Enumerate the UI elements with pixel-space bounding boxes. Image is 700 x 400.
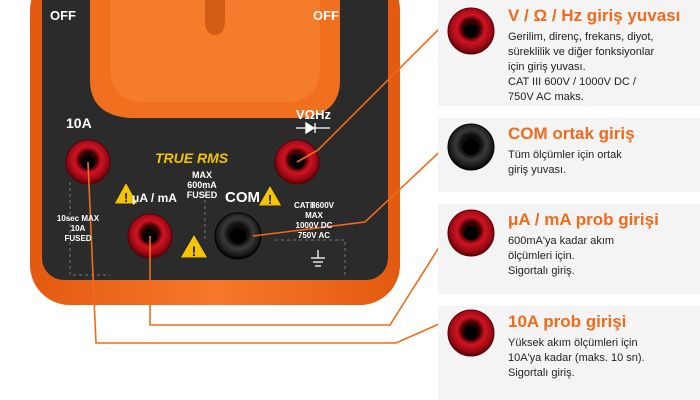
off-label-right: OFF — [313, 8, 339, 23]
callout-ua-ma: μA / mA prob girişi 600mA'ya kadar akım … — [438, 204, 700, 294]
black-jack-icon — [447, 123, 495, 171]
desc-line: ölçümleri için. — [508, 250, 575, 262]
label-vohz: VΩHz — [296, 107, 331, 122]
label-10a: 10A — [66, 115, 92, 131]
svg-text:!: ! — [268, 192, 272, 207]
callout-title: V / Ω / Hz giriş yuvası — [508, 6, 681, 25]
desc-line: Sigortalı giriş. — [508, 367, 575, 379]
jack-com — [214, 212, 262, 260]
rating-line: 750V AC — [297, 231, 331, 240]
leader-lines — [87, 19, 451, 344]
label-ua-ma: μA / mA — [132, 191, 177, 205]
rating-line: 600mA — [187, 180, 217, 190]
callout-title: μA / mA prob girişi — [508, 210, 659, 229]
callout-title: COM ortak giriş — [508, 124, 635, 143]
leader-com — [252, 141, 451, 237]
warning-icon: ! — [257, 183, 283, 207]
callout-com: COM ortak giriş Tüm ölçümler için ortak … — [438, 118, 700, 192]
rating-line: FUSED — [64, 234, 92, 243]
desc-line: 750V AC maks. — [508, 91, 584, 103]
10a-rating: 10sec MAX 10A FUSED — [50, 214, 106, 244]
rating-line: MAX — [305, 211, 323, 220]
desc-line: giriş yuvası. — [508, 164, 567, 176]
desc-line: Gerilim, direnç, frekans, diyot, — [508, 31, 654, 43]
true-rms-label: TRUE RMS — [155, 150, 229, 166]
callout-10a: 10A prob girişi Yüksek akım ölçümleri iç… — [438, 306, 700, 400]
leader-vohz — [296, 19, 449, 163]
red-jack-icon — [447, 7, 495, 55]
warning-icon: ! — [113, 180, 139, 205]
svg-text:!: ! — [192, 243, 197, 259]
callout-description: Gerilim, direnç, frekans, diyot, sürekli… — [508, 30, 696, 105]
red-jack-icon — [447, 209, 495, 257]
desc-line: Tüm ölçümler için ortak — [508, 149, 622, 161]
label-com: COM — [225, 189, 260, 206]
rating-line: CATⅢ600V — [293, 201, 335, 210]
svg-text:!: ! — [124, 190, 128, 205]
callout-title: 10A prob girişi — [508, 312, 627, 331]
com-rating: CATⅢ600V MAX 1000V DC 750V AC — [284, 201, 344, 241]
rating-line: 1000V DC — [295, 221, 333, 230]
leader-10a — [87, 161, 449, 344]
desc-line: Yüksek akım ölçümleri için — [508, 337, 638, 349]
red-jack-icon — [447, 309, 495, 357]
diode-icon — [296, 121, 330, 135]
off-label-left: OFF — [50, 8, 76, 23]
rating-line: FUSED — [186, 190, 218, 200]
rating-line: 10A — [70, 224, 86, 233]
max-fused-rating: MAX 600mA FUSED — [176, 170, 228, 200]
callout-description: Yüksek akım ölçümleri için 10A'ya kadar … — [508, 336, 696, 381]
ground-icon — [311, 250, 325, 267]
callout-description: 600mA'ya kadar akım ölçümleri için. Sigo… — [508, 234, 696, 279]
warning-icon: ! — [179, 233, 209, 259]
rating-line: MAX — [192, 170, 212, 180]
desc-line: süreklilik ve diğer fonksiyonlar — [508, 46, 655, 58]
desc-line: CAT III 600V / 1000V DC / — [508, 76, 636, 88]
desc-line: Sigortalı giriş. — [508, 265, 575, 277]
callout-description: Tüm ölçümler için ortak giriş yuvası. — [508, 148, 696, 178]
desc-line: için giriş yuvası. — [508, 61, 586, 73]
desc-line: 600mA'ya kadar akım — [508, 235, 615, 247]
desc-line: 10A'ya kadar (maks. 10 sn). — [508, 352, 645, 364]
rating-line: 10sec MAX — [56, 214, 100, 223]
leader-ua-ma — [149, 232, 449, 326]
callout-vohz: V / Ω / Hz giriş yuvası Gerilim, direnç,… — [438, 0, 700, 106]
